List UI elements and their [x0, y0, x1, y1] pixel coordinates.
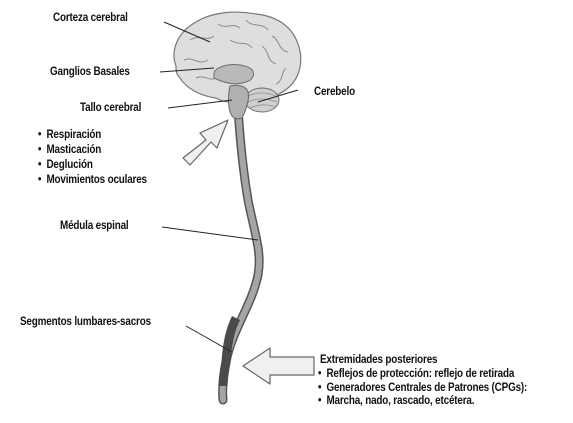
extremidades-arrow: [243, 348, 314, 384]
tallo-arrow: [183, 120, 228, 165]
ganglios-basales-label: Ganglios Basales: [50, 66, 130, 79]
extremidades-item: Reflejos de protección: reflejo de retir…: [318, 368, 527, 382]
cerebellum: [245, 88, 279, 112]
function-item: Movimientos oculares: [38, 173, 147, 188]
pointer-medula: [162, 227, 258, 240]
brainstem: [229, 85, 249, 119]
tallo-cerebral-label: Tallo cerebral: [80, 102, 141, 115]
brain: [174, 12, 301, 119]
extremidades-item: Marcha, nado, rascado, etcétera.: [318, 395, 527, 409]
extremidades-item: Generadores Centrales de Patrones (CPGs)…: [318, 382, 527, 396]
lumbar-sacral-segment: [223, 318, 236, 386]
basal-ganglia: [214, 65, 253, 84]
medula-espinal-label: Médula espinal: [60, 220, 128, 233]
extremidades-list: Reflejos de protección: reflejo de retir…: [318, 368, 561, 409]
corteza-cerebral-label: Corteza cerebral: [53, 12, 128, 25]
segmentos-lumbares-label: Segmentos lumbares-sacros: [20, 316, 151, 329]
function-item: Masticación: [38, 143, 147, 158]
function-item: Respiración: [38, 128, 147, 143]
cerebelo-label: Cerebelo: [314, 86, 355, 99]
tallo-functions-list: Respiración Masticación Deglución Movimi…: [38, 128, 165, 188]
extremidades-title: Extremidades posteriores: [320, 354, 437, 367]
function-item: Deglución: [38, 158, 147, 173]
pointer-tallo: [168, 100, 232, 108]
